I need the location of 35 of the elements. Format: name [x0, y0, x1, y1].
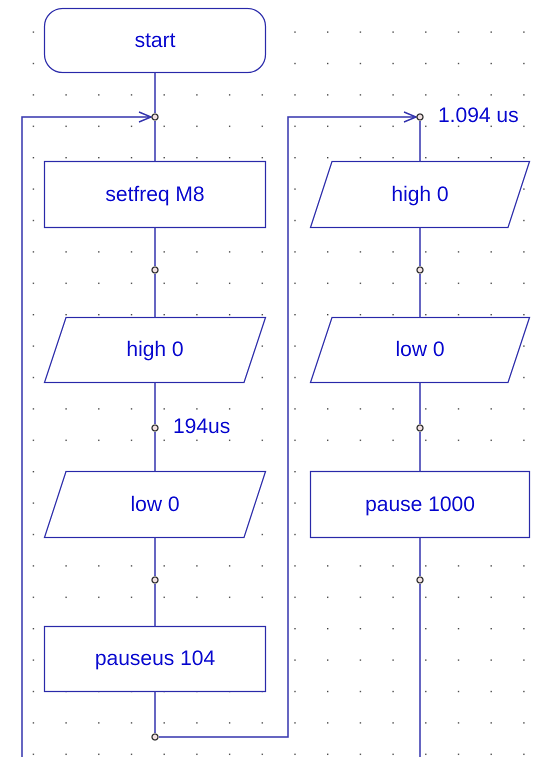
connector-line [419, 228, 421, 266]
connector-line [154, 584, 156, 626]
connector-line [419, 121, 421, 161]
node-label: low 0 [394, 338, 446, 362]
connector-line [419, 538, 421, 576]
junction-dot [151, 266, 159, 274]
junction-dot [151, 113, 159, 121]
connector-line [154, 538, 156, 576]
node-label: pauseus 104 [94, 647, 216, 671]
connector-line [154, 692, 156, 733]
junction-dot [416, 576, 424, 584]
connector-line [154, 121, 156, 161]
arrow [159, 111, 417, 738]
arrow [21, 111, 152, 757]
junction-dot [416, 266, 424, 274]
connector-line [419, 584, 421, 757]
junction-dot [151, 576, 159, 584]
connector-line [154, 432, 156, 471]
connector-line [154, 383, 156, 424]
node-label: pause 1000 [364, 492, 476, 516]
connector-line [154, 73, 156, 113]
connector-line [154, 274, 156, 317]
connector-line [419, 383, 421, 424]
node-label: high 0 [390, 182, 450, 206]
node-label: start [134, 28, 176, 52]
node-label: high 0 [125, 338, 185, 362]
node-label: setfreq M8 [104, 182, 206, 206]
connector-line [419, 274, 421, 317]
connector-line [154, 228, 156, 266]
junction-dot [151, 733, 159, 741]
node-label: low 0 [129, 492, 181, 516]
timing-note: 194us [173, 415, 230, 439]
timing-note: 1.094 us [438, 104, 519, 128]
connector-line [419, 432, 421, 471]
junction-dot [416, 424, 424, 432]
